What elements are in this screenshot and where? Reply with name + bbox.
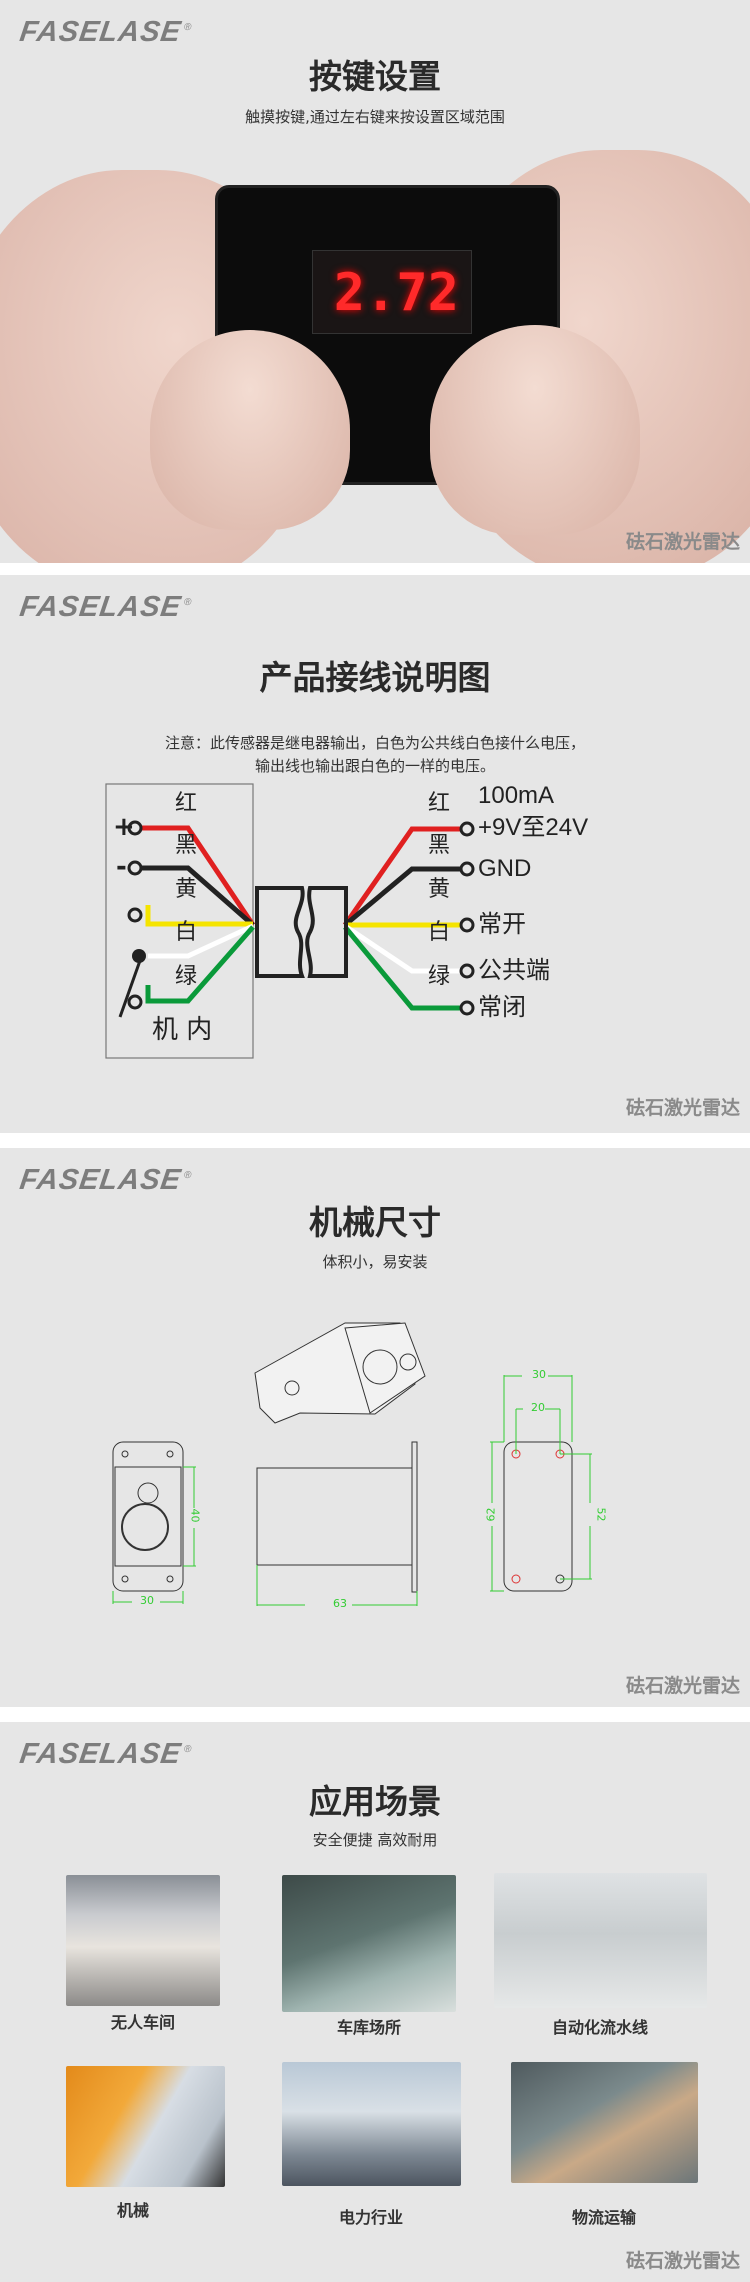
scene-photo-workshop [66, 1875, 220, 2006]
function-normally-open: 常开 [478, 911, 526, 938]
dim-back-width: 30 [532, 1368, 546, 1381]
function-power: +9V至24V [478, 814, 589, 841]
wiring-note-line2: 输出线也输出跟白色的一样的电压。 [254, 757, 495, 775]
dim-back-height: 62 [484, 1507, 498, 1522]
dimension-lines [112, 1375, 592, 1606]
brand-logo: FASELASE® [17, 1738, 193, 1770]
scene-label: 机械 [116, 2201, 149, 2220]
dim-hole-spacing-x: 20 [531, 1401, 545, 1414]
section-title: 机械尺寸 [309, 1203, 441, 1242]
switch-pivot [132, 949, 146, 963]
scene-photo-machinery [66, 2066, 225, 2187]
isometric-view [254, 1322, 426, 1424]
wire-green-right [343, 925, 465, 1011]
watermark: 砝石激光雷达 [625, 1675, 740, 1697]
wire-label-black-right: 黑 [428, 833, 451, 858]
cable-break-symbol [255, 886, 348, 978]
wiring-note-line1: 注意：此传感器是继电器输出，白色为公共线白色接什么电压， [164, 734, 585, 752]
left-thumb [150, 330, 350, 530]
section-wiring: FASELASE® 产品接线说明图 注意：此传感器是继电器输出，白色为公共线白色… [0, 575, 750, 1133]
wire-red-left [140, 825, 256, 927]
scene-label: 物流运输 [571, 2208, 636, 2227]
section-dimensions: FASELASE® 机械尺寸 体积小，易安装 [0, 1148, 750, 1707]
section-subtitle: 安全便捷 高效耐用 [312, 1831, 438, 1849]
dim-side-length: 63 [333, 1597, 347, 1610]
wire-label-green: 绿 [175, 964, 198, 989]
wire-label-yellow: 黄 [175, 877, 198, 902]
brand-logo: FASELASE® [17, 16, 193, 48]
function-normally-closed: 常闭 [478, 994, 526, 1021]
dimension-drawing [112, 1322, 592, 1606]
dim-hole-spacing-y: 52 [594, 1507, 608, 1522]
wire-label-yellow-right: 黄 [428, 877, 451, 902]
section-subtitle: 触摸按键,通过左右键来按设置区域范围 [245, 108, 505, 126]
led-display: 2.72 [312, 250, 472, 334]
side-view [256, 1441, 418, 1593]
internal-label: 机 内 [152, 1015, 213, 1045]
scene-photo-power-plant [282, 2062, 461, 2186]
wire-label-green-right: 绿 [428, 964, 451, 989]
scene-label: 自动化流水线 [551, 2018, 648, 2037]
back-view [503, 1441, 573, 1592]
scene-photo-assembly-line [494, 1873, 707, 2008]
scene-label: 电力行业 [338, 2208, 403, 2227]
section-applications: FASELASE® 应用场景 安全便捷 高效耐用 无人车间 车库场所 自动化流水… [0, 1722, 750, 2282]
scene-photo-garage [282, 1875, 456, 2012]
wire-red-right [342, 826, 465, 927]
wiring-diagram [105, 783, 475, 1059]
product-photo: 2.72 [0, 140, 750, 563]
switch-arm [118, 954, 144, 1018]
watermark: 砝石激光雷达 [625, 531, 740, 553]
wire-black-right [343, 866, 465, 927]
wire-green-left [145, 925, 255, 1004]
function-common: 公共端 [478, 957, 550, 984]
scene-photo-logistics [511, 2062, 698, 2183]
dim-front-width: 30 [140, 1594, 154, 1607]
wire-black-left [140, 865, 255, 927]
terminal-plus: + [113, 812, 135, 842]
terminal-circles [127, 820, 475, 1016]
dim-front-height: 40 [188, 1508, 202, 1523]
section-title: 按键设置 [309, 57, 441, 96]
wire-white-right [343, 923, 465, 974]
terminal-minus: - [116, 852, 127, 882]
front-view [112, 1441, 184, 1592]
right-thumb [430, 325, 640, 535]
section-title: 产品接线说明图 [259, 658, 491, 697]
wire-label-white-right: 白 [428, 920, 451, 945]
section-title: 应用场景 [309, 1782, 441, 1821]
wire-label-black: 黑 [175, 833, 198, 858]
scene-label: 无人车间 [110, 2013, 175, 2032]
section-button-settings: FASELASE® 按键设置 触摸按键,通过左右键来按设置区域范围 2.72 砝… [0, 0, 750, 563]
section-subtitle: 体积小，易安装 [322, 1253, 428, 1271]
wire-white-left [148, 923, 255, 959]
wire-label-red: 红 [175, 791, 198, 816]
watermark: 砝石激光雷达 [625, 2250, 740, 2272]
current-label: 100mA [478, 782, 555, 809]
watermark: 砝石激光雷达 [625, 1097, 740, 1119]
wire-yellow-left [145, 905, 253, 927]
scene-label: 车库场所 [336, 2018, 401, 2037]
wire-label-red-right: 红 [428, 791, 451, 816]
wire-label-white: 白 [175, 920, 198, 945]
function-gnd: GND [478, 855, 532, 882]
